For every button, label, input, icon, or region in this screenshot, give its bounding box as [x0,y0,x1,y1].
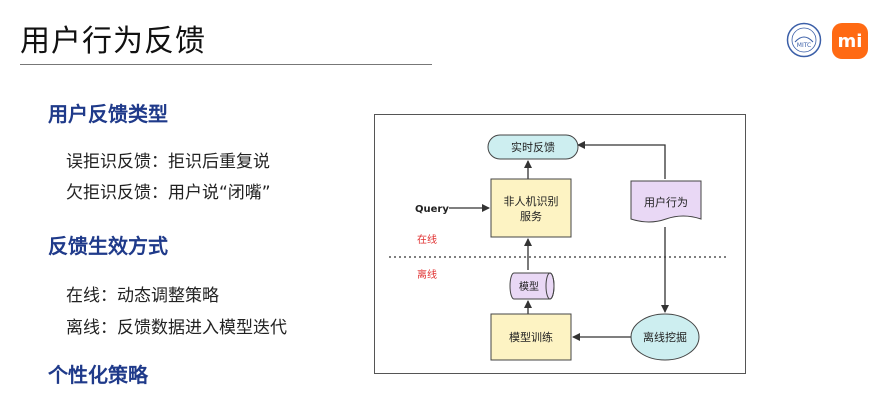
node-model-cap [545,272,555,300]
flow-diagram: 在线 离线 实时反馈 非人机识别 服务 Query 用户行为 模型 模型训练 离… [389,134,729,361]
node-model-training-label: 模型训练 [509,330,553,344]
list-item-false-reject: 误拒识反馈：拒识后重复说 [66,152,270,172]
list-item-online: 在线：动态调整策略 [66,286,219,306]
mitc-logo-text: MITC [797,42,811,49]
node-service [490,178,572,238]
xiaomi-logo: mi [832,23,868,59]
list-item-false-accept: 欠拒识反馈：用户说“闭嘴” [66,183,271,203]
diagram-panel: 在线 离线 实时反馈 非人机识别 服务 Query 用户行为 模型 模型训练 离… [374,114,746,374]
node-model-label: 模型 [519,280,539,293]
node-user-behavior [630,180,702,223]
node-service-label-line2: 服务 [520,210,542,223]
node-offline-mining-label: 离线挖掘 [643,330,687,344]
node-service-label-line1: 非人机识别 [504,194,559,208]
section-heading-personalization: 个性化策略 [48,363,148,387]
node-realtime-feedback [487,134,579,160]
title-divider [20,64,432,65]
zone-label-online: 在线 [417,233,437,246]
node-offline-mining [630,313,700,361]
edge-behavior-to-realtime [577,141,666,179]
node-user-behavior-label: 用户行为 [644,195,688,209]
list-item-offline: 离线：反馈数据进入模型迭代 [66,318,287,338]
zone-label-offline: 离线 [417,268,437,281]
section-heading-feedback-types: 用户反馈类型 [48,102,168,126]
query-label: Query [415,204,449,215]
section-heading-feedback-modes: 反馈生效方式 [48,234,168,258]
node-realtime-feedback-label: 实时反馈 [511,140,555,154]
slide-title: 用户行为反馈 [20,24,206,59]
node-model-training [490,313,572,361]
mitc-logo: MITC [786,22,822,58]
